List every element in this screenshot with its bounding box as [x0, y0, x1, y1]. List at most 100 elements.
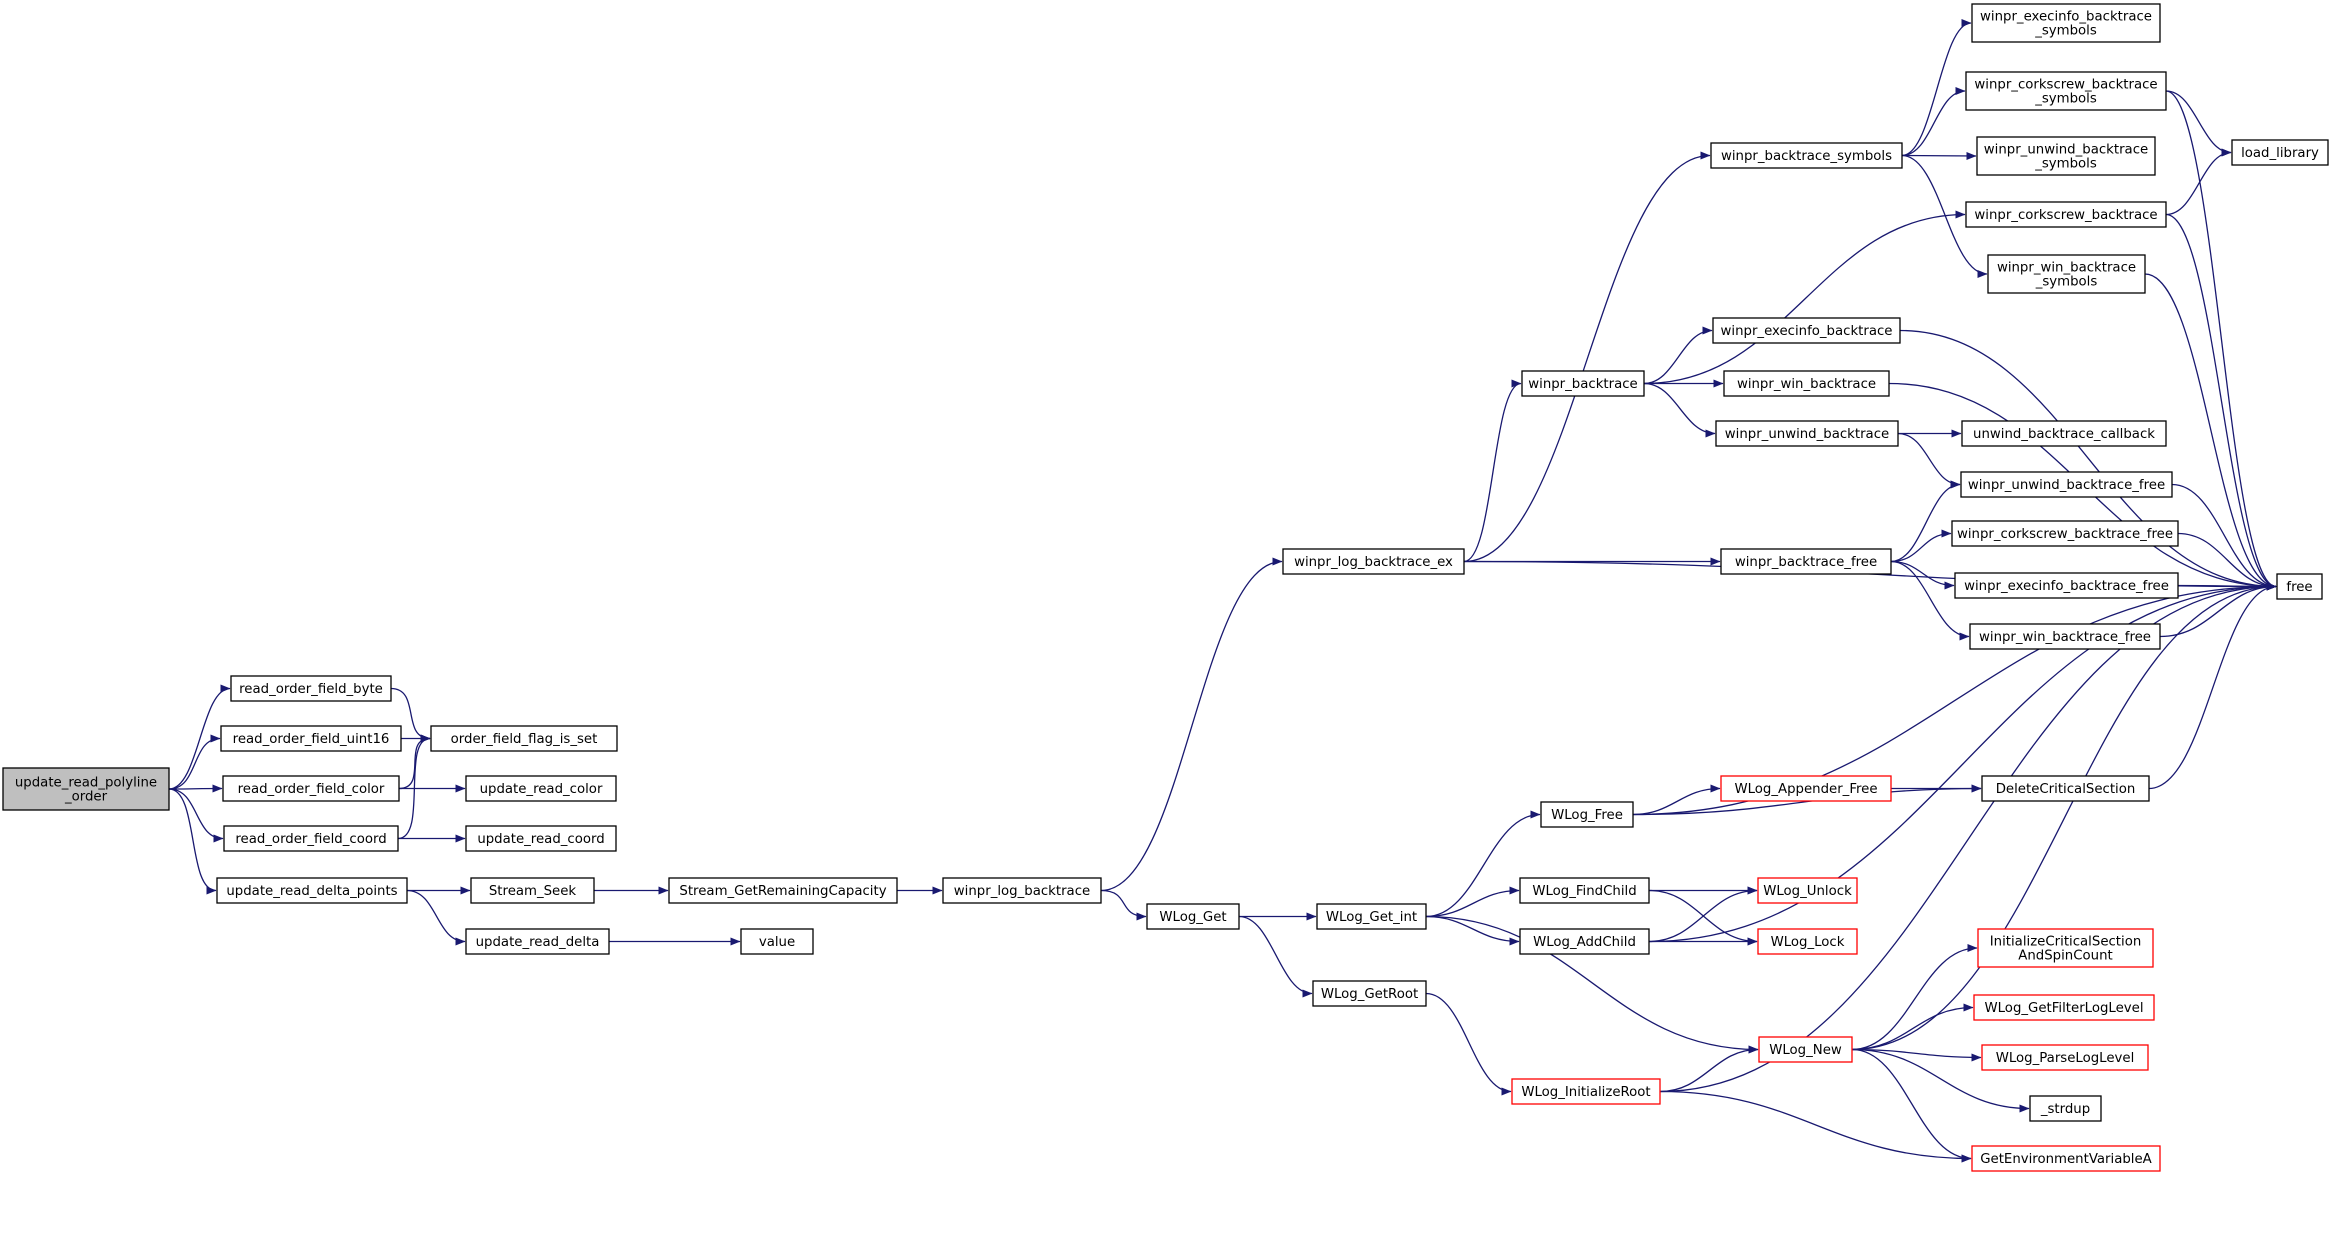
function-node-wcorksym[interactable]: winpr_corkscrew_backtrace_symbols	[1965, 71, 2167, 111]
node-box	[1976, 136, 2156, 176]
function-node-wexecbt[interactable]: winpr_execinfo_backtrace	[1712, 317, 1901, 344]
node-label: _symbols	[2034, 157, 2097, 172]
function-node-sseek[interactable]: Stream_Seek	[470, 877, 595, 904]
node-label: winpr_execinfo_backtrace	[1721, 324, 1893, 339]
function-node-delcs[interactable]: DeleteCriticalSection	[1981, 775, 2150, 802]
function-node-urdp[interactable]: update_read_delta_points	[216, 877, 408, 904]
node-box	[1971, 3, 2161, 43]
function-node-wlpll[interactable]: WLog_ParseLogLevel	[1981, 1044, 2149, 1071]
function-node-value[interactable]: value	[740, 928, 814, 955]
node-label: WLog_Get	[1159, 910, 1226, 925]
function-node-wlappfree[interactable]: WLog_Appender_Free	[1720, 775, 1892, 802]
function-node-offis[interactable]: order_field_flag_is_set	[430, 725, 618, 752]
function-node-wlfree[interactable]: WLog_Free	[1540, 801, 1634, 828]
edge	[2177, 532, 2277, 591]
function-node-root[interactable]: update_read_polyline_order	[2, 767, 170, 811]
edge	[1100, 557, 1283, 892]
function-node-wbs[interactable]: winpr_backtrace_symbols	[1710, 142, 1903, 169]
edge	[2148, 582, 2277, 790]
call-edge-wlgetint-wlfind	[1425, 886, 1520, 918]
call-edge-wbfree-wcorkfree	[1890, 529, 1952, 563]
node-box	[1757, 877, 1858, 904]
node-label: winpr_backtrace_symbols	[1721, 149, 1892, 164]
function-node-urdelta[interactable]: update_read_delta	[465, 928, 610, 955]
edge	[1648, 582, 2277, 943]
function-node-urcolor[interactable]: update_read_color	[465, 775, 617, 802]
function-node-wlbex[interactable]: winpr_log_backtrace_ex	[1282, 548, 1465, 575]
edge	[2171, 483, 2277, 591]
function-node-loadlib[interactable]: load_library	[2231, 139, 2329, 166]
function-node-wunwsym[interactable]: winpr_unwind_backtrace_symbols	[1976, 136, 2156, 176]
function-node-wladd[interactable]: WLog_AddChild	[1519, 928, 1650, 955]
node-box	[1720, 775, 1892, 802]
function-node-wcorkfree[interactable]: winpr_corkscrew_backtrace_free	[1951, 520, 2179, 547]
edge	[1425, 915, 1759, 1054]
node-box	[1710, 142, 1903, 169]
function-node-rofb[interactable]: read_order_field_byte	[230, 675, 392, 702]
node-box	[1973, 994, 2155, 1021]
call-edge-wlbex-wbs	[1463, 151, 1711, 563]
function-node-rofcol[interactable]: read_order_field_color	[222, 775, 400, 802]
function-node-free[interactable]: free	[2276, 573, 2323, 600]
node-label: _symbols	[2034, 92, 2097, 107]
call-edge-wlnew-wlgfll	[1851, 1003, 1974, 1051]
node-box	[223, 825, 399, 852]
function-node-rofu[interactable]: read_order_field_uint16	[220, 725, 402, 752]
function-node-wexecsym[interactable]: winpr_execinfo_backtrace_symbols	[1971, 3, 2161, 43]
node-label: update_read_delta	[476, 935, 600, 950]
function-node-getenv[interactable]: GetEnvironmentVariableA	[1971, 1145, 2161, 1172]
function-node-wbt[interactable]: winpr_backtrace	[1521, 370, 1645, 397]
function-node-wbfree[interactable]: winpr_backtrace_free	[1720, 548, 1892, 575]
function-node-wwinfree[interactable]: winpr_win_backtrace_free	[1969, 623, 2161, 650]
function-node-wunwfree[interactable]: winpr_unwind_backtrace_free	[1960, 471, 2173, 498]
function-node-wcorkbt[interactable]: winpr_corkscrew_backtrace	[1965, 201, 2167, 228]
edge	[1463, 379, 1522, 563]
function-node-unwcb[interactable]: unwind_backtrace_callback	[1961, 420, 2167, 447]
node-box	[2, 767, 170, 811]
edge	[2165, 90, 2232, 157]
node-box	[216, 877, 408, 904]
node-label: order_field_flag_is_set	[451, 732, 598, 747]
node-label: update_read_delta_points	[226, 884, 397, 899]
function-node-wlb[interactable]: winpr_log_backtrace	[942, 877, 1102, 904]
function-node-wlget[interactable]: WLog_Get	[1146, 903, 1240, 930]
function-node-wlinit[interactable]: WLog_InitializeRoot	[1511, 1078, 1661, 1105]
function-node-wlnew[interactable]: WLog_New	[1758, 1036, 1853, 1063]
call-edge-wbt-wexecbt	[1643, 326, 1713, 385]
call-edge-wcorksym-free	[2165, 90, 2277, 591]
function-node-wlgetroot[interactable]: WLog_GetRoot	[1312, 980, 1427, 1007]
function-node-wunwbt[interactable]: winpr_unwind_backtrace	[1715, 420, 1899, 447]
function-node-urcoord[interactable]: update_read_coord	[465, 825, 617, 852]
edge	[1851, 1003, 1974, 1051]
edge	[1851, 1048, 1972, 1163]
function-node-wlgetint[interactable]: WLog_Get_int	[1316, 903, 1427, 930]
function-node-wexecfree[interactable]: winpr_execinfo_backtrace_free	[1954, 572, 2179, 599]
call-edge-root-rofu	[168, 734, 221, 790]
node-label: load_library	[2241, 146, 2319, 161]
node-label: WLog_AddChild	[1533, 935, 1636, 950]
edge	[1643, 210, 1966, 385]
edge	[1890, 560, 1970, 641]
function-node-strdup[interactable]: _strdup	[2029, 1095, 2102, 1122]
edge	[1632, 582, 2277, 816]
function-node-wwinsym[interactable]: winpr_win_backtrace_symbols	[1987, 254, 2146, 294]
function-node-rofcoord[interactable]: read_order_field_coord	[223, 825, 399, 852]
function-node-wlgfll[interactable]: WLog_GetFilterLogLevel	[1973, 994, 2155, 1021]
edge	[2165, 148, 2232, 216]
call-edge-wcorksym-loadlib	[2165, 90, 2232, 157]
function-node-wllock[interactable]: WLog_Lock	[1757, 928, 1858, 955]
edge	[1851, 1048, 1982, 1062]
node-box	[465, 825, 617, 852]
node-label: winpr_execinfo_backtrace_free	[1964, 579, 2169, 594]
function-node-wwinbt[interactable]: winpr_win_backtrace	[1723, 370, 1890, 397]
edge	[1890, 480, 1961, 563]
edge	[168, 788, 224, 843]
function-node-sgrc[interactable]: Stream_GetRemainingCapacity	[668, 877, 898, 904]
function-node-wlfind[interactable]: WLog_FindChild	[1519, 877, 1650, 904]
edge	[1659, 1045, 1759, 1093]
node-box	[220, 725, 402, 752]
edge	[1648, 886, 1758, 943]
nodes-layer: update_read_polyline_order read_order_fie…	[2, 3, 2329, 1172]
function-node-wlunlock[interactable]: WLog_Unlock	[1757, 877, 1858, 904]
